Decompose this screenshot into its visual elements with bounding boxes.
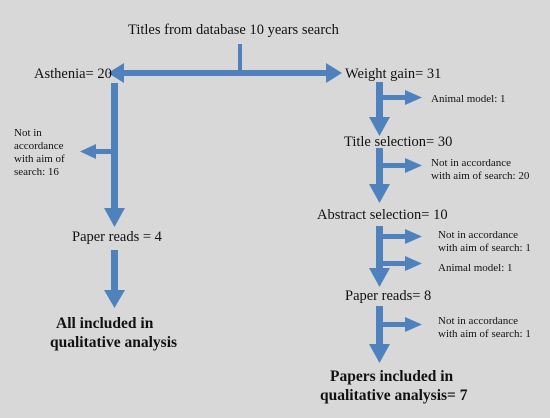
left-arrow-2-head [104,290,125,308]
left-exclusion-line4: search: 16 [14,166,59,178]
left-arrow-1-head [104,208,125,227]
right-exclusion-3-head [405,229,422,244]
left-paper-reads: Paper reads = 4 [72,229,162,245]
abstract-exclusion-line1: Not in accordance [438,229,519,241]
right-exclusion-2-head [405,158,422,173]
left-exclusion-shaft [94,149,112,154]
left-exclusion-line1: Not in [14,127,42,139]
right-exclusion-3-shaft [383,234,407,239]
left-exclusion-line2: accordance [14,140,64,152]
right-final-line2: qualitative analysis= 7 [320,387,468,404]
right-arrow-3-head [369,268,390,287]
split-arrowhead-right [326,63,342,83]
top-title: Titles from database 10 years search [128,22,339,38]
top-stem [238,44,242,72]
weight-gain-count: Weight gain= 31 [345,66,442,82]
right-arrow-1-head [369,117,390,136]
right-paper-reads: Paper reads= 8 [345,288,432,304]
right-arrow-2-head [369,184,390,203]
title-exclusion-line1: Not in accordance [431,157,512,169]
right-arrow-4-head [369,344,390,363]
right-exclusion-1-head [405,90,422,105]
paper-exclusion-line1: Not in accordance [438,315,519,327]
split-connector-bar [120,70,330,76]
left-exclusion-line3: with aim of [14,153,65,165]
right-final-line1: Papers included in [330,368,454,385]
left-exclusion-head [80,144,96,159]
right-arrow-2-shaft [376,148,383,186]
left-arrow-2-shaft [111,250,118,292]
abstract-exclusion-line2: with aim of search: 1 [438,242,531,254]
title-selection: Title selection= 30 [344,134,453,150]
right-exclusion-5-head [405,317,422,332]
animal-model-2: Animal model: 1 [438,262,513,274]
left-arrow-1-shaft [111,83,118,210]
right-arrow-3-shaft [376,226,383,270]
left-final-line2: qualitative analysis [50,334,178,351]
left-final-line1: All included in [56,315,154,332]
right-exclusion-5-shaft [383,322,407,327]
right-exclusion-2-shaft [383,163,407,168]
animal-model-1: Animal model: 1 [431,93,506,105]
right-exclusion-4-head [405,256,422,271]
right-arrow-4-shaft [376,306,383,346]
right-exclusion-4-shaft [383,261,407,266]
abstract-selection: Abstract selection= 10 [317,207,448,223]
right-exclusion-1-shaft [383,95,407,100]
asthenia-count: Asthenia= 20 [34,66,112,82]
title-exclusion-line2: with aim of search: 20 [431,170,530,182]
paper-exclusion-line2: with aim of search: 1 [438,328,531,340]
split-arrowhead-left [108,63,124,83]
right-arrow-1-shaft [376,82,383,119]
